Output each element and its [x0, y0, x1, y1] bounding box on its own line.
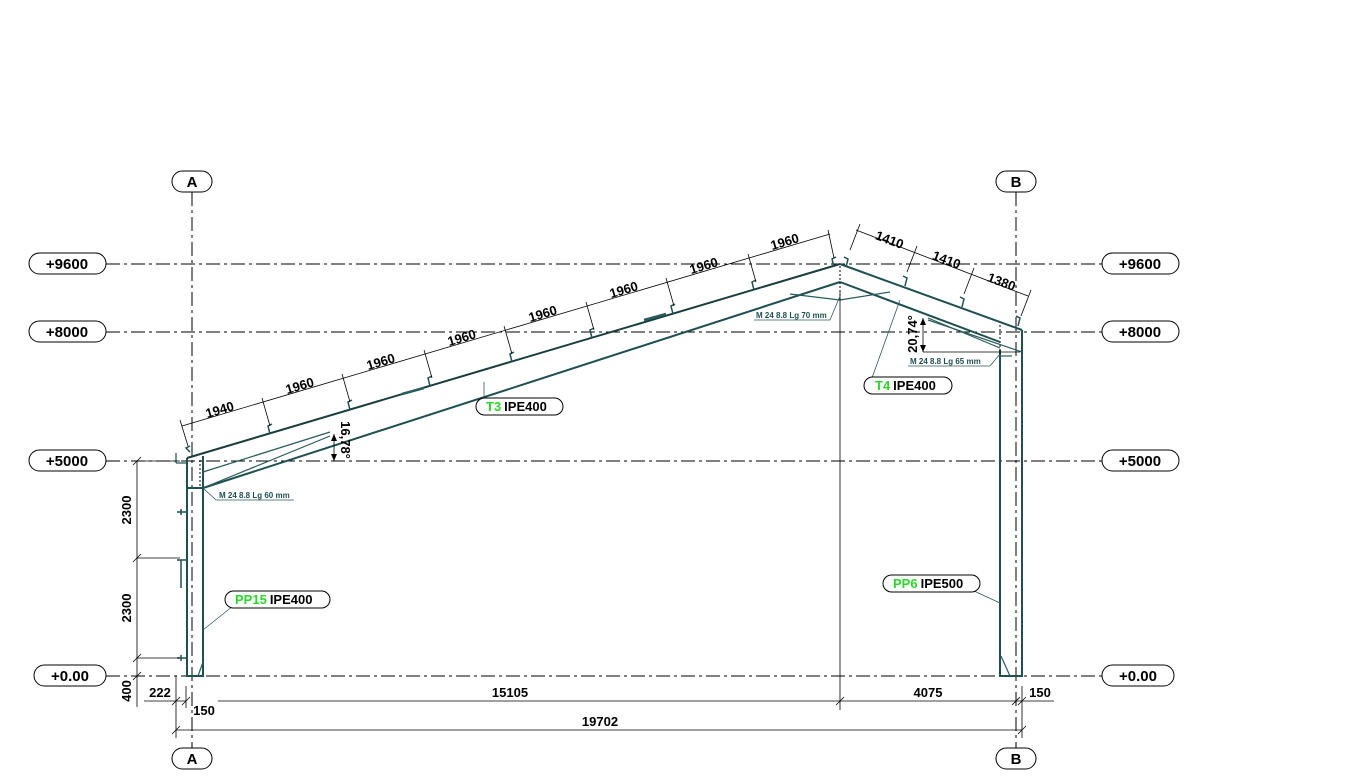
svg-text:M 24 8.8 Lg 70 mm: M 24 8.8 Lg 70 mm [756, 311, 827, 320]
rafter-t4 [839, 263, 1023, 353]
svg-text:1940: 1940 [204, 398, 236, 421]
level-bubble-left-000: +0.00 [33, 664, 107, 687]
grid-bubble-b-top: B [995, 170, 1037, 193]
svg-text:1380: 1380 [985, 270, 1017, 294]
level-bubble-right-8000: +8000 [1101, 320, 1180, 343]
svg-text:+8000: +8000 [1119, 324, 1161, 341]
svg-text:M 24 8.8 Lg 65 mm: M 24 8.8 Lg 65 mm [910, 357, 981, 366]
svg-text:+9600: +9600 [1119, 256, 1161, 273]
rafter-dims-left-text: 1940 1960 1960 1960 1960 1960 1960 1960 [204, 230, 801, 421]
svg-text:150: 150 [1029, 685, 1051, 700]
grid-bubble-b-bottom: B [995, 747, 1037, 770]
svg-text:B: B [1011, 751, 1022, 768]
svg-text:222: 222 [149, 685, 171, 700]
svg-text:4075: 4075 [914, 685, 943, 700]
svg-text:20,74°: 20,74° [905, 315, 920, 353]
svg-text:19702: 19702 [582, 714, 618, 729]
svg-text:+5000: +5000 [1119, 453, 1161, 470]
svg-text:A: A [187, 174, 198, 191]
grid-bubble-a-bottom: A [171, 747, 213, 770]
svg-text:1960: 1960 [284, 374, 316, 397]
bolt-callout-eave-right: M 24 8.8 Lg 65 mm [908, 353, 1001, 367]
svg-text:1960: 1960 [446, 326, 478, 349]
svg-text:1960: 1960 [769, 230, 801, 253]
svg-text:M 24 8.8 Lg 60 mm: M 24 8.8 Lg 60 mm [219, 491, 290, 500]
level-bubble-left-9600: +9600 [28, 252, 107, 275]
svg-text:+0.00: +0.00 [51, 668, 89, 685]
level-bubble-right-5000: +5000 [1101, 449, 1180, 472]
svg-text:+5000: +5000 [46, 453, 88, 470]
svg-text:1410: 1410 [930, 248, 962, 272]
purlins-left [184, 256, 837, 453]
svg-text:+0.00: +0.00 [1119, 668, 1157, 685]
bolt-callout-ridge: M 24 8.8 Lg 70 mm [754, 295, 841, 321]
horizontal-dimensions: 222 150 15105 4075 150 19702 [144, 676, 1054, 738]
svg-text:+9600: +9600 [46, 256, 88, 273]
dimension-chain-right-rafter [849, 223, 1032, 317]
column-pp6 [999, 325, 1023, 677]
level-bubble-right-9600: +9600 [1101, 252, 1180, 275]
svg-text:1960: 1960 [608, 278, 640, 301]
dimension-chain-left-rafter [179, 229, 835, 447]
svg-text:1960: 1960 [365, 350, 397, 373]
svg-text:150: 150 [193, 703, 215, 718]
rafter-t3 [186, 263, 841, 489]
angle-right: 20,74° [905, 315, 1020, 353]
angle-left: 16,78° [331, 421, 353, 461]
svg-text:1960: 1960 [688, 254, 720, 277]
svg-text:1960: 1960 [527, 302, 559, 325]
svg-text:15105: 15105 [492, 685, 528, 700]
level-bubble-left-8000: +8000 [28, 320, 107, 343]
svg-text:+8000: +8000 [46, 324, 88, 341]
level-bubble-left-5000: +5000 [28, 449, 107, 472]
level-bubble-right-000: +0.00 [1101, 664, 1175, 687]
svg-text:2300: 2300 [119, 594, 134, 623]
svg-text:B: B [1011, 174, 1022, 191]
bolt-callout-eave-left: M 24 8.8 Lg 60 mm [202, 487, 294, 501]
column-pp15 [175, 453, 204, 677]
purlins-right [843, 256, 1021, 327]
svg-text:1410: 1410 [873, 228, 905, 252]
svg-text:A: A [187, 751, 198, 768]
vertical-dimensions: 2300 2300 400 [119, 456, 180, 707]
svg-text:16,78°: 16,78° [338, 421, 353, 459]
svg-text:400: 400 [119, 680, 134, 702]
grid-bubble-a-top: A [171, 170, 213, 193]
svg-text:2300: 2300 [119, 496, 134, 525]
